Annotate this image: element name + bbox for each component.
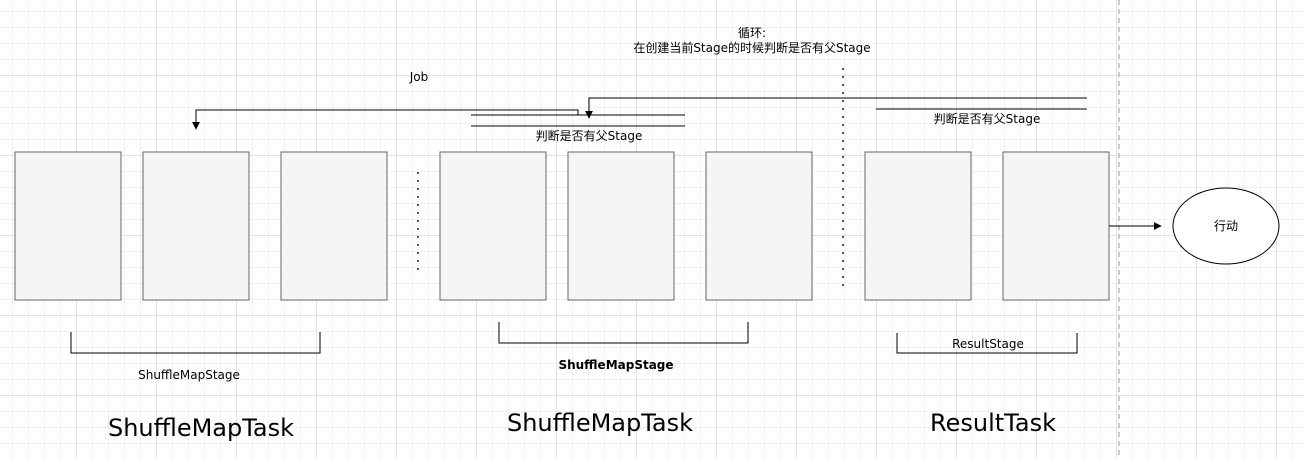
- check-parent-label: 判断是否有父Stage: [536, 128, 643, 143]
- stage-bracket: [498, 322, 749, 344]
- task-label: ShuffleMapTask: [108, 414, 294, 442]
- rdd-box[interactable]: [864, 151, 972, 301]
- rdd-box[interactable]: [280, 151, 388, 301]
- task-label: ShuffleMapTask: [507, 409, 693, 437]
- task-label: ResultTask: [930, 409, 1056, 437]
- parent-lookup-arrow: [192, 109, 579, 130]
- rdd-box[interactable]: [567, 151, 675, 301]
- parent-lookup-arrow: [585, 97, 1087, 119]
- action-node[interactable]: [1172, 187, 1280, 265]
- stage-label: ResultStage: [952, 337, 1024, 351]
- rdd-box[interactable]: [142, 151, 250, 301]
- rdd-box[interactable]: [705, 151, 813, 301]
- check-parent-label: 判断是否有父Stage: [934, 111, 1041, 126]
- rdd-box[interactable]: [439, 151, 547, 301]
- loop-title: 循环:: [738, 26, 766, 40]
- action-label: 行动: [1214, 219, 1238, 233]
- rdd-box[interactable]: [14, 151, 122, 301]
- stage-label: ShuffleMapStage: [138, 368, 240, 382]
- rdd-box[interactable]: [1002, 151, 1110, 301]
- stage-bracket: [70, 332, 321, 354]
- job-label: Job: [409, 70, 429, 84]
- stage-label: ShuffleMapStage: [558, 358, 673, 372]
- loop-description: 在创建当前Stage的时候判断是否有父Stage: [633, 40, 870, 55]
- stage-bracket: [896, 333, 1078, 354]
